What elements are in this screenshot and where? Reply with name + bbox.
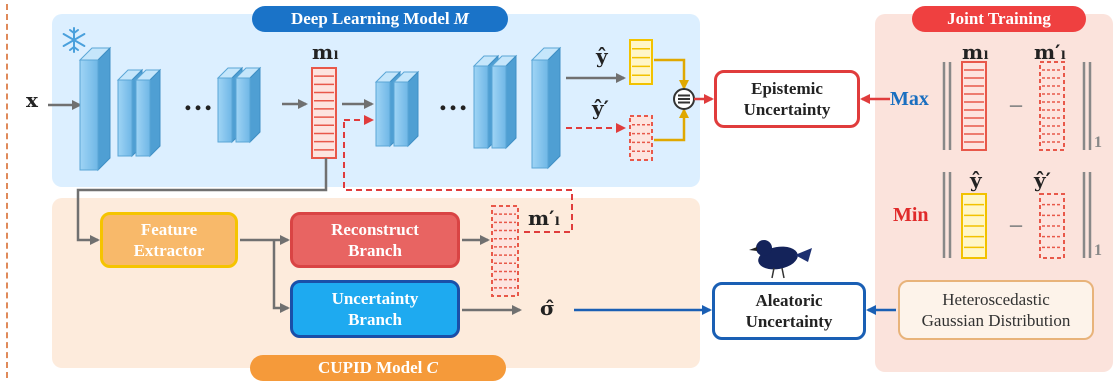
- recon-feature-frame: [491, 205, 519, 297]
- minus-min: –: [1010, 212, 1022, 238]
- recon-feature-map: [491, 205, 519, 297]
- decoder-layers: [374, 46, 562, 170]
- layer-block: [78, 46, 112, 172]
- input-label: x: [26, 88, 38, 112]
- layer-block: [392, 70, 420, 148]
- feature-extractor-box: Feature Extractor: [100, 212, 238, 268]
- dots-decoder: …: [438, 84, 468, 117]
- epistemic-uncertainty-box: Epistemic Uncertainty: [714, 70, 860, 128]
- concat-icon: [673, 88, 695, 110]
- cupid-model-title: CUPID Model C: [250, 355, 506, 381]
- uncertainty-branch-box: Uncertainty Branch: [290, 280, 460, 338]
- joint-y-label: ŷ: [970, 168, 982, 192]
- split-to-uncertainty-arrow: [272, 240, 290, 313]
- feature-map-ml: [311, 67, 337, 159]
- joint-ml-prime-stack: [1039, 61, 1065, 151]
- encoder-layers: [78, 46, 262, 172]
- prediction-y-prime-stack: [629, 115, 653, 161]
- y-to-concat-arrow: [654, 58, 689, 90]
- joint-ml-label: mₗ: [962, 40, 990, 64]
- main-model-title: Deep Learning Model M: [252, 6, 508, 32]
- joint-ml-prime-label: m′ₗ: [1034, 40, 1067, 64]
- minus-max: –: [1010, 92, 1022, 118]
- pred-y-frame: [629, 39, 653, 85]
- joint-y-stack: [961, 193, 987, 259]
- pred-y-label: ŷ: [596, 44, 608, 68]
- layer-block: [234, 66, 262, 144]
- layer-block: [490, 54, 518, 150]
- layer-block: [134, 68, 162, 158]
- cupid-model-symbol: C: [426, 358, 438, 377]
- gaussian-distribution-box: Heteroscedastic Gaussian Distribution: [898, 280, 1094, 340]
- feature-ml-label: mₗ: [312, 40, 340, 64]
- y-prime-to-concat-arrow: [654, 108, 689, 142]
- reconstruct-branch-box: Reconstruct Branch: [290, 212, 460, 268]
- aleatoric-uncertainty-box: Aleatoric Uncertainty: [712, 282, 866, 340]
- joint-training-title-text: Joint Training: [947, 9, 1051, 28]
- main-model-symbol: M: [453, 9, 470, 28]
- joint-ml-frame: [961, 61, 987, 151]
- norm-subscript-min: 1: [1094, 242, 1102, 259]
- norm-min: [942, 172, 1092, 258]
- joint-training-title: Joint Training: [912, 6, 1086, 32]
- recon-feedback-path: [343, 120, 573, 233]
- feature-to-extractor-path: [76, 158, 328, 245]
- layer-block: [530, 46, 562, 170]
- main-model-title-text: Deep Learning Model: [290, 9, 450, 28]
- recon-feature-label: m′ₗ: [528, 206, 561, 230]
- norm-max: [942, 62, 1092, 150]
- cupid-model-title-text: CUPID Model: [318, 358, 423, 377]
- max-label: Max: [890, 88, 929, 110]
- dots-encoder: …: [183, 84, 213, 117]
- joint-y-prime-label: ŷ′: [1034, 168, 1051, 192]
- left-dashed-border: [6, 4, 8, 378]
- prediction-y-stack: [629, 39, 653, 85]
- min-label: Min: [893, 204, 929, 226]
- pred-y-prime-label: ŷ′: [592, 96, 609, 120]
- joint-ml-prime-frame: [1039, 61, 1065, 151]
- norm-subscript-max: 1: [1094, 134, 1102, 151]
- snowflake-icon: [62, 27, 86, 53]
- joint-ml-stack: [961, 61, 987, 151]
- bird-icon: [749, 240, 812, 279]
- sigma-label: σ̂: [540, 296, 555, 320]
- pred-y-prime-frame: [629, 115, 653, 161]
- feature-map-frame: [311, 67, 337, 159]
- joint-y-prime-stack: [1039, 193, 1065, 259]
